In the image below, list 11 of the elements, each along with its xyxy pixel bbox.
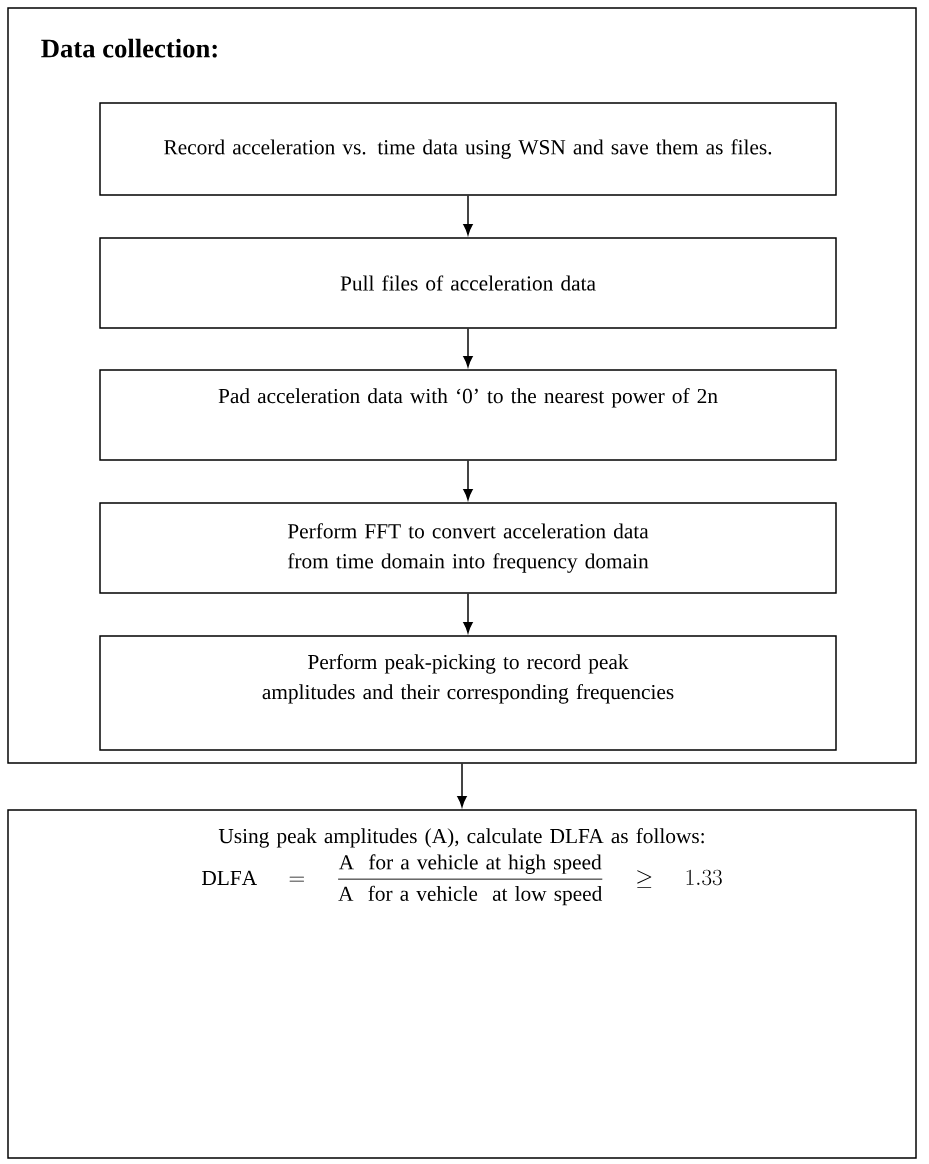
arrow: [457, 762, 467, 808]
process-box: Record acceleration vs. time data using WSN and save them as files.: [99, 102, 837, 196]
process-box: Pull files of acceleration data: [99, 237, 837, 329]
process-box: Pad acceleration data with ‘0’ to the nearest power of 2n: [99, 369, 837, 461]
arrow: [463, 460, 473, 501]
arrow: [463, 195, 473, 236]
process-box: Perform FFT to convert acceleration data from time domain into frequency domain: [99, 502, 837, 594]
process-box: Using peak amplitudes (A), calculate DLFA as follows: $\mathrm{DLFA} = \dfrac{\mathrm{A\ \ for\ a\ vehicle\ at\ high\ speed}}{\mathrm{A\ \ for\ a\ vehicle\ \ at\ low\ speed}} \geq 1.33$: [7, 809, 917, 1159]
process-box: Perform peak-picking to record peak amplitudes and their corresponding frequencies: [99, 635, 837, 751]
arrow: [463, 593, 473, 634]
arrow: [463, 328, 473, 368]
